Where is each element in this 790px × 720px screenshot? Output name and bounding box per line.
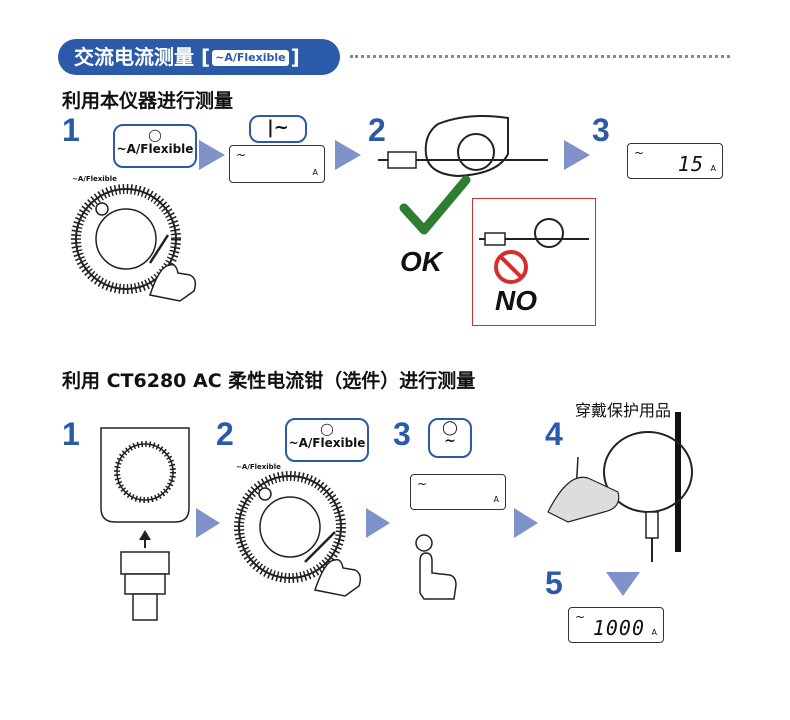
s2-step-3: 3 bbox=[393, 416, 411, 452]
ac-tilde-icon: ~ bbox=[634, 146, 645, 160]
s2-function-callout: ◯ ~A/Flexible bbox=[285, 418, 369, 462]
section-header: 交流电流测量 [~A/Flexible] bbox=[58, 39, 340, 75]
s2-dial-label: ~A/Flexible bbox=[236, 463, 281, 471]
s1-arrow-1-icon bbox=[199, 140, 225, 170]
s1-tilde-callout: |~ bbox=[249, 115, 307, 143]
clamp-sensor-icon bbox=[378, 115, 548, 178]
lightbulb-icon: ◯ bbox=[148, 128, 162, 142]
s2-lcd-unit: A bbox=[493, 495, 499, 504]
ok-checkmark-icon bbox=[399, 175, 471, 235]
clamp-wrong-icon bbox=[479, 218, 589, 248]
s2-hand-icon bbox=[314, 558, 362, 597]
s1-final-unit: A bbox=[710, 164, 716, 173]
lightbulb-icon: ◯ bbox=[442, 420, 458, 436]
s1-lcd-display: ~ A bbox=[229, 145, 325, 183]
s2-arrow-2-icon bbox=[366, 508, 390, 538]
s2-final-lcd: ~ 1000 A bbox=[568, 607, 664, 643]
ok-label: OK bbox=[400, 246, 442, 277]
prohibited-icon bbox=[494, 250, 528, 284]
s2-step-1: 1 bbox=[62, 416, 80, 452]
s2-lcd-display: ~ A bbox=[410, 474, 506, 510]
s2-step-2: 2 bbox=[216, 416, 234, 452]
s2-final-unit: A bbox=[651, 628, 657, 637]
s2-arrow-3-icon bbox=[514, 508, 538, 538]
section1-title: 利用本仪器进行测量 bbox=[62, 90, 234, 112]
ac-tilde-icon: ~ bbox=[575, 610, 586, 624]
mode-button-press-icon bbox=[415, 534, 457, 600]
instrument-with-connector-icon bbox=[100, 427, 190, 621]
s1-step-3: 3 bbox=[592, 112, 610, 148]
s1-hand-icon bbox=[149, 263, 197, 302]
header-dotted-rule bbox=[350, 55, 730, 58]
s1-function-callout: ◯ ~A/Flexible bbox=[113, 124, 197, 168]
s2-step-4: 4 bbox=[545, 416, 563, 452]
s2-callout-label: ~A/Flexible bbox=[288, 436, 366, 450]
s2-final-reading: 1000 bbox=[592, 616, 645, 640]
incorrect-example-box: NO bbox=[472, 198, 596, 326]
s1-step-1: 1 bbox=[62, 112, 80, 148]
function-symbol: ~A/Flexible bbox=[212, 50, 289, 66]
s1-arrow-2-icon bbox=[335, 140, 361, 170]
s1-arrow-3-icon bbox=[564, 140, 590, 170]
ac-tilde-icon: ~ bbox=[236, 148, 247, 162]
s2-flex-callout: ◯ ~ bbox=[428, 418, 472, 458]
s1-final-lcd: ~ 15 A bbox=[627, 143, 723, 179]
s2-down-arrow-icon bbox=[606, 572, 640, 596]
flexible-clamp-with-glove-icon bbox=[547, 412, 693, 562]
lightbulb-icon: ◯ bbox=[320, 422, 334, 436]
s1-rotary-dial-icon bbox=[71, 184, 181, 294]
s1-final-reading: 15 bbox=[677, 152, 704, 176]
s2-step-5: 5 bbox=[545, 565, 563, 601]
s2-arrow-1-icon bbox=[196, 508, 220, 538]
no-label: NO bbox=[495, 285, 537, 316]
s1-callout-label: ~A/Flexible bbox=[116, 142, 194, 156]
header-bracket-open: [ bbox=[200, 45, 211, 69]
ppe-label: 穿戴保护用品 bbox=[575, 401, 672, 420]
s1-dial-label: ~A/Flexible bbox=[72, 175, 117, 183]
s1-step-2: 2 bbox=[368, 112, 386, 148]
s2-rotary-dial-icon bbox=[234, 471, 346, 583]
header-title: 交流电流测量 bbox=[74, 45, 194, 69]
ac-tilde-icon: ~ bbox=[417, 477, 428, 491]
header-bracket-close: ] bbox=[290, 45, 300, 69]
s1-lcd-unit: A bbox=[312, 168, 318, 177]
section2-title: 利用 CT6280 AC 柔性电流钳（选件）进行测量 bbox=[62, 370, 476, 392]
ac-tilde-icon: ~ bbox=[444, 433, 456, 449]
